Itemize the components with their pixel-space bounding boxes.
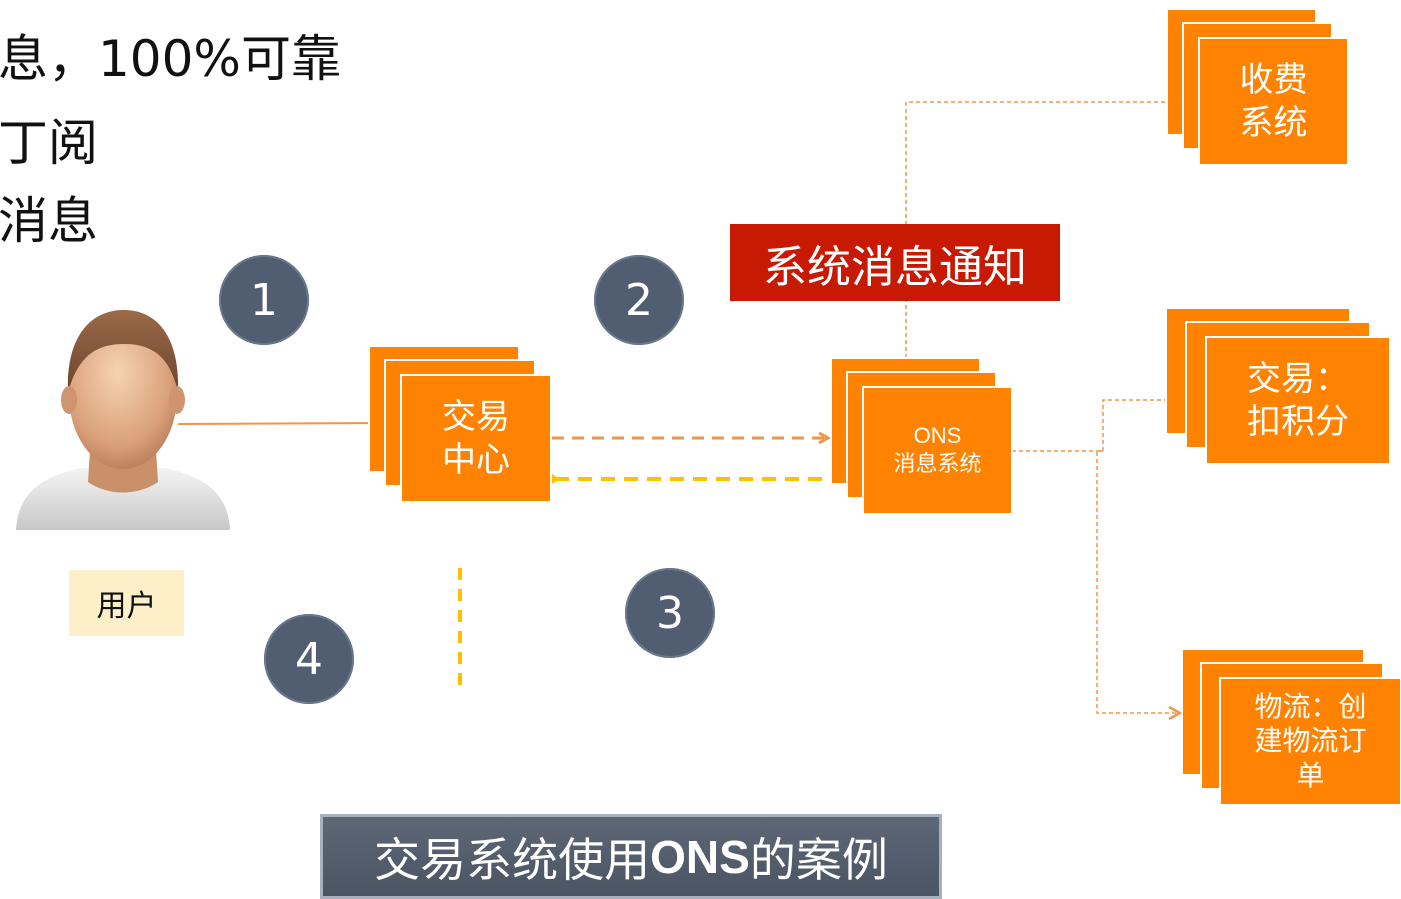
logistics-label: 物流：创 建物流订 单 xyxy=(1254,690,1367,792)
billing-card-front: 收费 系统 xyxy=(1198,37,1349,166)
trade-center-node[interactable]: 交易 中心 xyxy=(368,345,552,503)
trade-center-label: 交易 中心 xyxy=(442,397,510,480)
case-title-highlight: ONS xyxy=(650,830,750,883)
bullet-text-2: 丁阅 xyxy=(0,114,98,172)
logistics-card-front: 物流：创 建物流订 单 xyxy=(1219,677,1401,806)
ons-subtitle: 消息系统 xyxy=(893,451,982,477)
trade-center-card-front: 交易 中心 xyxy=(400,374,552,503)
billing-label: 收费 系统 xyxy=(1239,60,1308,143)
points-node[interactable]: 交易： 扣积分 xyxy=(1165,307,1391,465)
logistics-node[interactable]: 物流：创 建物流订 单 xyxy=(1181,648,1401,806)
user-label: 用户 xyxy=(69,570,184,636)
ons-to-logistics-connector xyxy=(1096,450,1180,713)
ons-card-front: ONS 消息系统 xyxy=(862,386,1013,515)
bullet-text-1: 息，100%可靠 xyxy=(0,30,341,88)
system-notice-label: 系统消息通知 xyxy=(730,224,1060,301)
ons-trunk-connector xyxy=(1012,400,1194,452)
ons-title: ONS xyxy=(913,422,962,448)
step-4-badge: 4 xyxy=(264,614,354,704)
user-to-trade-arrow xyxy=(177,423,382,424)
case-title-prefix: 交易系统使用 xyxy=(374,832,651,887)
step-1-badge: 1 xyxy=(219,255,309,345)
step-2-badge: 2 xyxy=(594,255,684,345)
billing-node[interactable]: 收费 系统 xyxy=(1166,8,1349,166)
step-3-badge: 3 xyxy=(625,568,715,658)
case-title-suffix: 的案例 xyxy=(749,832,888,887)
points-card-front: 交易： 扣积分 xyxy=(1205,336,1391,465)
points-label: 交易： 扣积分 xyxy=(1247,359,1349,442)
bullet-text-3: 消息 xyxy=(0,192,98,250)
ons-node[interactable]: ONS 消息系统 xyxy=(830,357,1013,515)
user-avatar-icon xyxy=(16,310,230,530)
